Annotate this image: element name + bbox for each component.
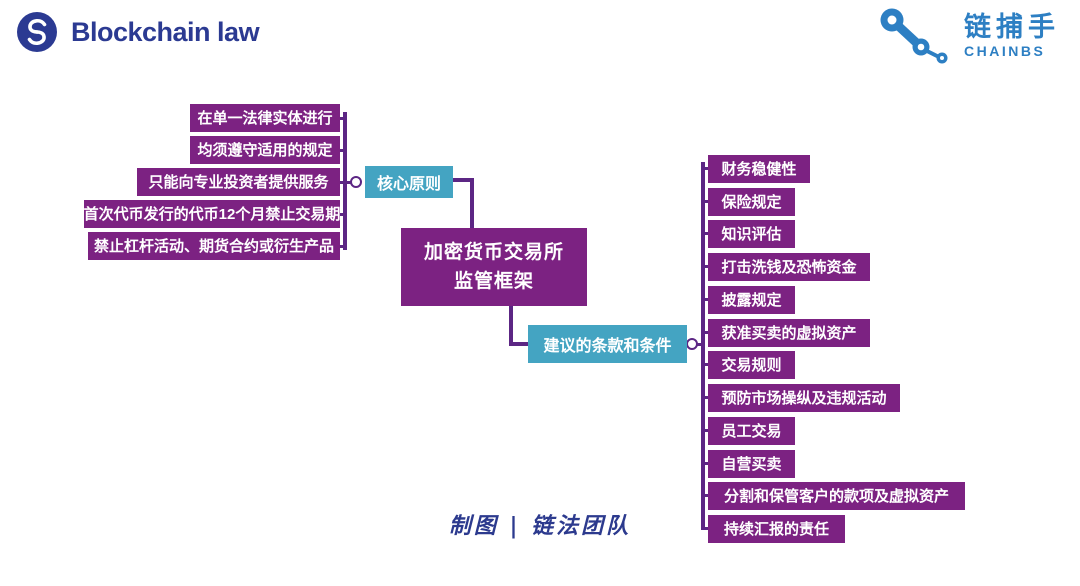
root-right-connector-v [509,304,513,346]
right-branch-stub [697,343,703,346]
root-left-connector-h [452,178,474,182]
right-branch-item: 财务稳健性 [708,155,810,183]
left-branch-tick [339,213,344,216]
right-branch-item: 知识评估 [708,220,795,248]
left-branch-tick [339,149,344,152]
right-branch-tick [703,429,709,432]
root-right-connector-h [509,342,530,346]
brand-left-title: Blockchain law [71,16,260,47]
right-branch-tick [703,232,709,235]
blockchain-law-logo-icon [17,12,57,52]
left-branch-tick [339,117,344,120]
chain-links-logo-icon [880,8,948,64]
root-node-line1: 加密货币交易所 [423,241,564,263]
right-branch-tick [703,396,709,399]
left-branch-item: 在单一法律实体进行 [190,104,340,132]
right-branch-item: 披露规定 [708,286,795,314]
right-branch-item: 自营买卖 [708,450,795,478]
brand-left: Blockchain law [17,12,260,52]
brand-right-title-cn: 链捕手 [964,12,1060,43]
right-branch-tick [703,298,709,301]
right-branch-item: 交易规则 [708,351,795,379]
left-branch-stub [346,181,351,184]
right-branch-item: 打击洗钱及恐怖资金 [708,253,870,281]
credit-line: 制图 | 链法团队 [448,513,632,539]
right-branch-spine [701,162,705,530]
left-branch-item: 禁止杠杆活动、期货合约或衍生产品 [88,232,340,260]
left-branch-item: 首次代币发行的代币12个月禁止交易期 [84,200,340,228]
root-node: 加密货币交易所 监管框架 [401,228,587,306]
brand-right-text: 链捕手 CHAINBS [964,13,1060,58]
right-branch-tick [703,462,709,465]
brand-right: 链捕手 CHAINBS [878,6,1060,66]
right-branch-tick [703,363,709,366]
right-branch-item: 分割和保管客户的款项及虚拟资产 [708,482,965,510]
right-branch-tick [703,265,709,268]
left-branch-item: 均须遵守适用的规定 [190,136,340,164]
root-left-connector-v [470,178,474,231]
right-branch-tick [703,494,709,497]
right-branch-tick [703,167,709,170]
left-branch-tick [339,245,344,248]
right-branch-tick [703,527,709,530]
right-branch-item: 员工交易 [708,417,795,445]
left-branch-spine [343,112,347,250]
right-branch-label: 建议的条款和条件 [528,325,687,363]
right-branch-item: 获准买卖的虚拟资产 [708,319,870,347]
left-branch-label: 核心原则 [365,166,453,198]
brand-right-title-en: CHAINBS [964,42,1046,59]
right-branch-item: 预防市场操纵及违规活动 [708,384,900,412]
right-branch-item: 持续汇报的责任 [708,515,845,543]
left-branch-node-circle [350,176,362,188]
right-branch-item: 保险规定 [708,188,795,216]
root-node-line2: 监管框架 [453,271,534,292]
right-branch-tick [703,200,709,203]
left-branch-tick [339,181,344,184]
left-branch-item: 只能向专业投资者提供服务 [137,168,340,196]
right-branch-tick [703,331,709,334]
